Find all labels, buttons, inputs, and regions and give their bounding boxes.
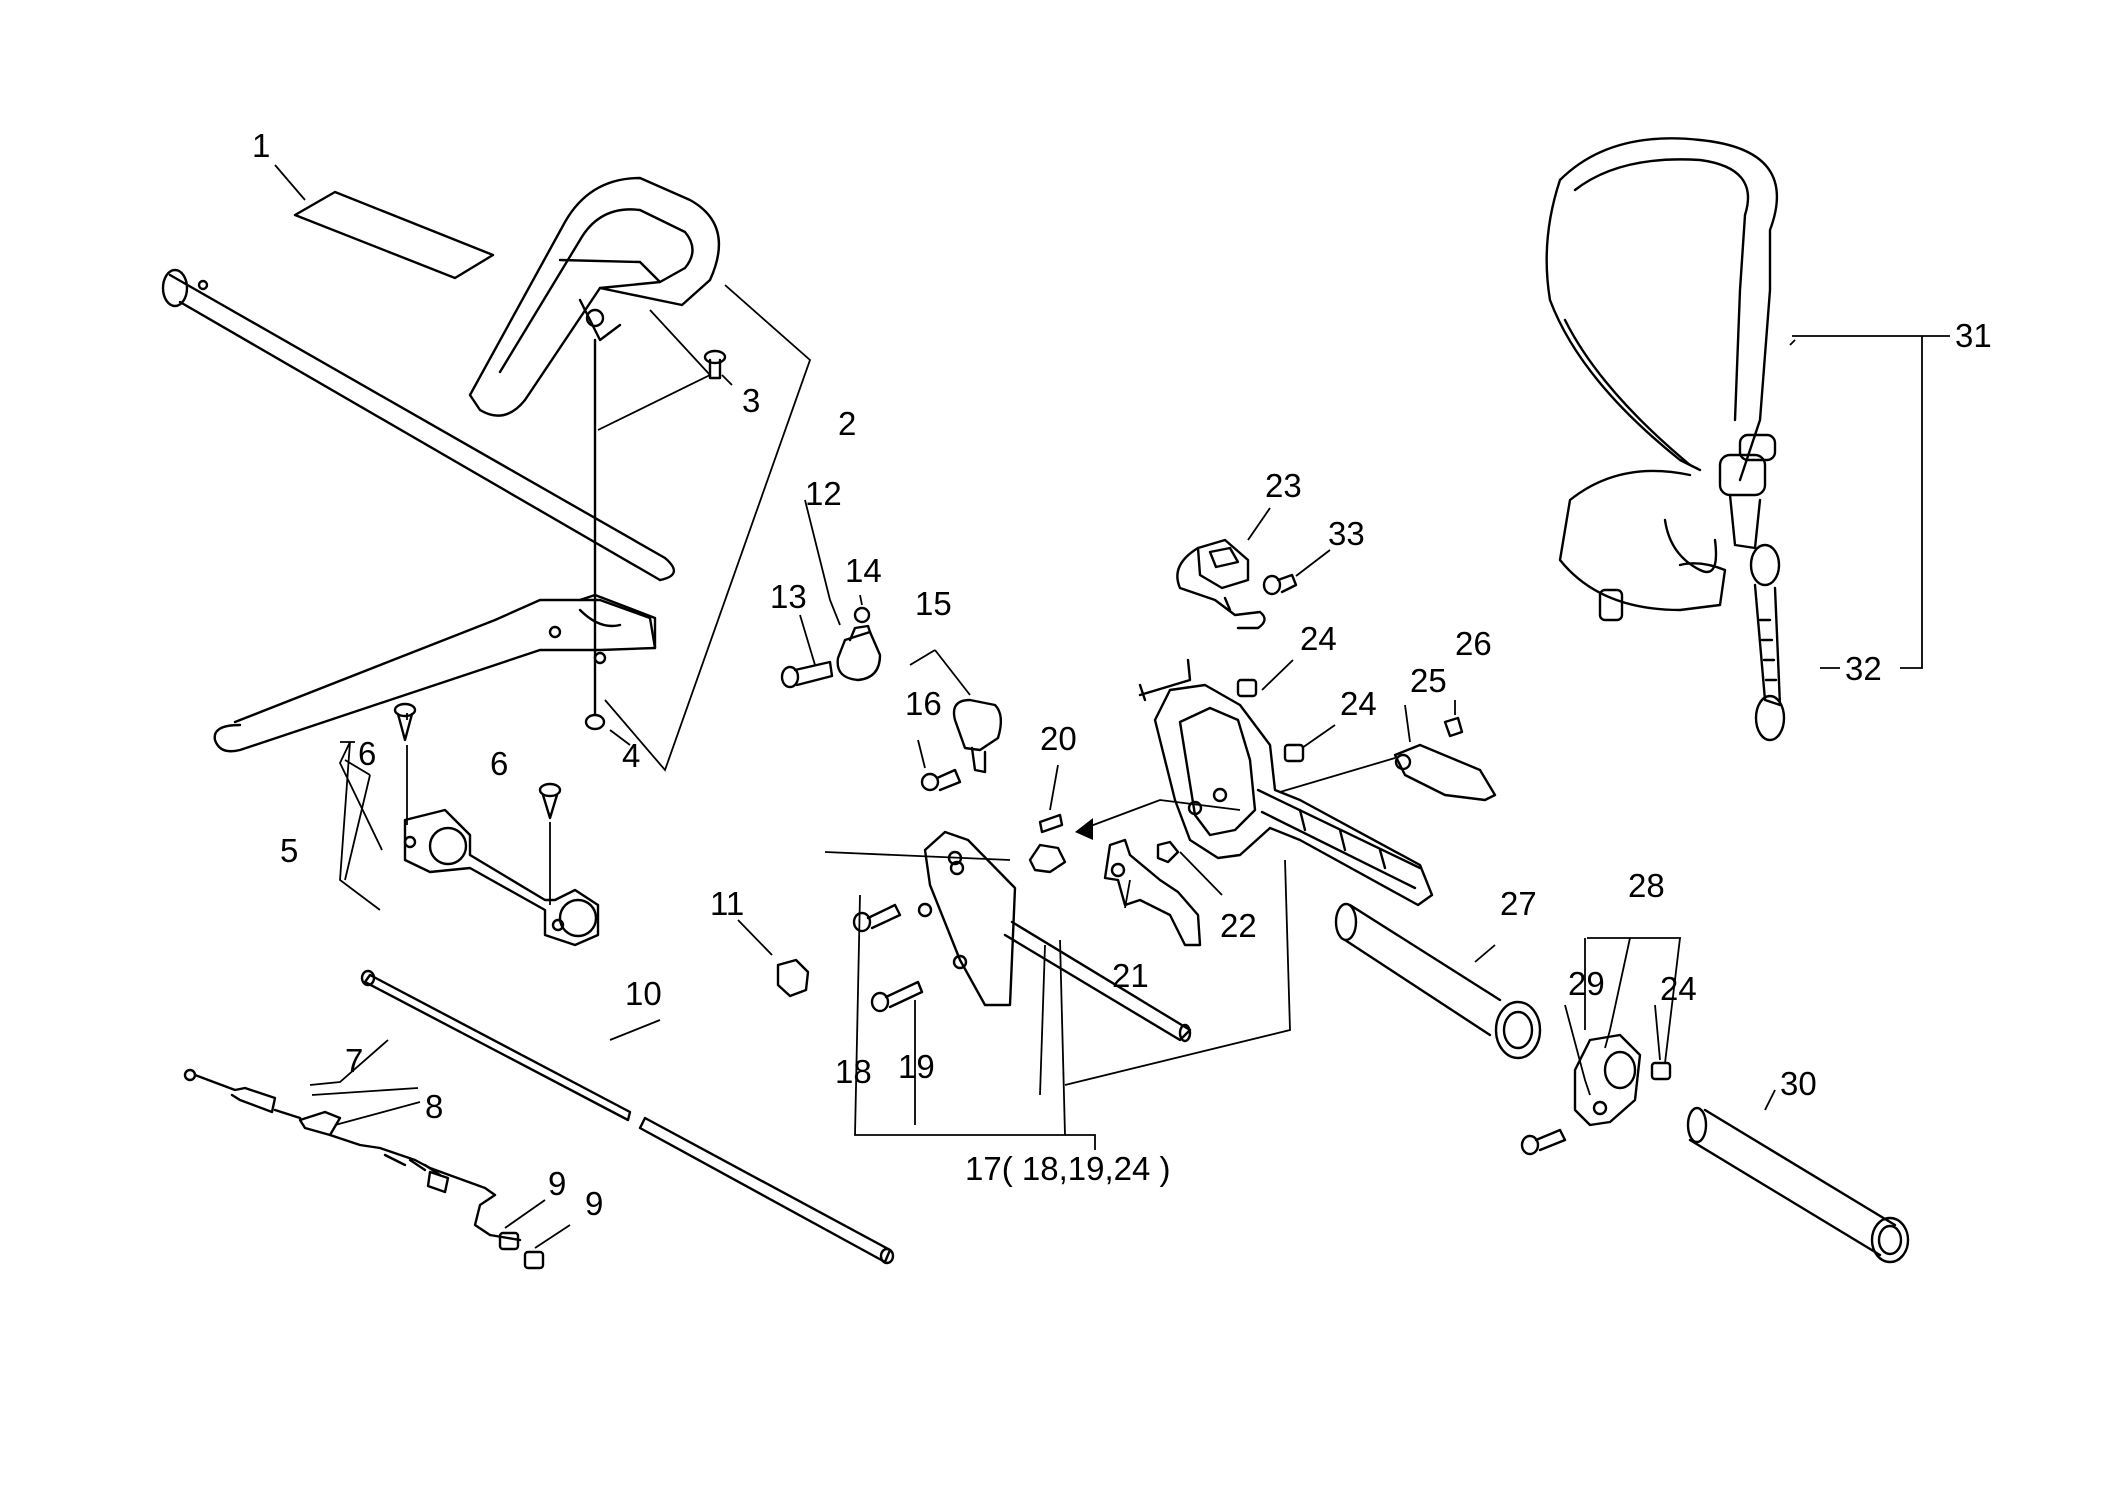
part-control-housing-17: [917, 830, 1192, 1043]
part-lock-lever-25: [1393, 743, 1497, 802]
callout-6a: 6: [358, 735, 376, 772]
part-nut-14: [853, 606, 871, 624]
callout-30: 30: [1780, 1065, 1817, 1102]
part-shaft-tube: [161, 268, 675, 582]
part-shaft-cover-30: [1686, 1106, 1910, 1264]
part-bolt-13: [780, 660, 834, 689]
callout-1: 1: [252, 127, 270, 164]
callout-22: 22: [1220, 907, 1257, 944]
callout-15: 15: [915, 585, 952, 622]
part-handle-loop: [468, 176, 721, 417]
part-decal: [293, 190, 495, 280]
part-screw-29: [1520, 1128, 1567, 1156]
callout-18: 18: [835, 1053, 872, 1090]
callout-2: 2: [838, 405, 856, 442]
callout-24b: 24: [1340, 685, 1377, 722]
callout-20: 20: [1040, 720, 1077, 757]
callout-16: 16: [905, 685, 942, 722]
part-cable-clamp-12: [836, 624, 882, 682]
part-screw-19: [870, 980, 924, 1013]
part-screw-6b: [538, 782, 562, 905]
part-handle-lever: [213, 338, 657, 753]
part-nut-9a: [498, 1231, 520, 1251]
part-throttle-cable-end: [183, 1068, 277, 1114]
callout-19: 19: [898, 1048, 935, 1085]
callout-31: 31: [1955, 317, 1992, 354]
leader-lines: [274, 164, 1950, 1249]
part-nut-24b: [1283, 743, 1305, 763]
part-throttle-cable: [273, 1108, 522, 1242]
part-shoulder-harness: [1545, 137, 1786, 742]
part-nut-24c: [1650, 1061, 1672, 1081]
callout-12: 12: [805, 475, 842, 512]
part-screw-6a: [393, 702, 417, 825]
callout-13: 13: [770, 578, 807, 615]
callout-9b: 9: [585, 1185, 603, 1222]
callout-14: 14: [845, 552, 882, 589]
callout-3: 3: [742, 382, 760, 419]
callout-29: 29: [1568, 965, 1605, 1002]
callout-5: 5: [280, 832, 298, 869]
callout-23: 23: [1265, 467, 1302, 504]
callout-6b: 6: [490, 745, 508, 782]
part-stop-switch: [1176, 538, 1266, 630]
callout-24a: 24: [1300, 620, 1337, 657]
part-nut-9b: [523, 1250, 545, 1270]
part-screw-3: [703, 349, 727, 380]
part-pin-20: [1028, 813, 1067, 874]
callout-11: 11: [710, 885, 744, 922]
callout-8: 8: [425, 1088, 443, 1125]
part-grip-27: [1334, 902, 1542, 1060]
part-grip-clamp: [1573, 1033, 1642, 1127]
callout-21: 21: [1112, 957, 1149, 994]
callout-10: 10: [625, 975, 662, 1012]
part-clamp-15: [952, 698, 1003, 774]
part-screw-18: [852, 903, 902, 933]
callout-7: 7: [345, 1042, 363, 1079]
callout-25: 25: [1410, 662, 1447, 699]
part-throttle-trigger: [1103, 838, 1202, 947]
callout-32: 32: [1845, 650, 1882, 687]
part-barrier-bracket: [403, 808, 600, 947]
callout-28: 28: [1628, 867, 1665, 904]
callout-4: 4: [622, 737, 640, 774]
part-drive-shaft: [360, 969, 895, 1265]
callout-9a: 9: [548, 1165, 566, 1202]
part-spring-22: [1156, 840, 1180, 864]
callout-27: 27: [1500, 885, 1537, 922]
part-bolt-16: [920, 768, 962, 792]
part-main-handle: [1138, 658, 1434, 907]
part-hex-nut-11: [776, 958, 810, 998]
part-nut-24a: [1236, 678, 1258, 698]
part-spring-26: [1443, 716, 1464, 738]
callout-17: 17( 18,19,24 ): [965, 1150, 1170, 1187]
callout-33: 33: [1328, 515, 1365, 552]
part-screw-33: [1262, 573, 1298, 596]
callout-26: 26: [1455, 625, 1492, 662]
callout-24c: 24: [1660, 970, 1697, 1007]
